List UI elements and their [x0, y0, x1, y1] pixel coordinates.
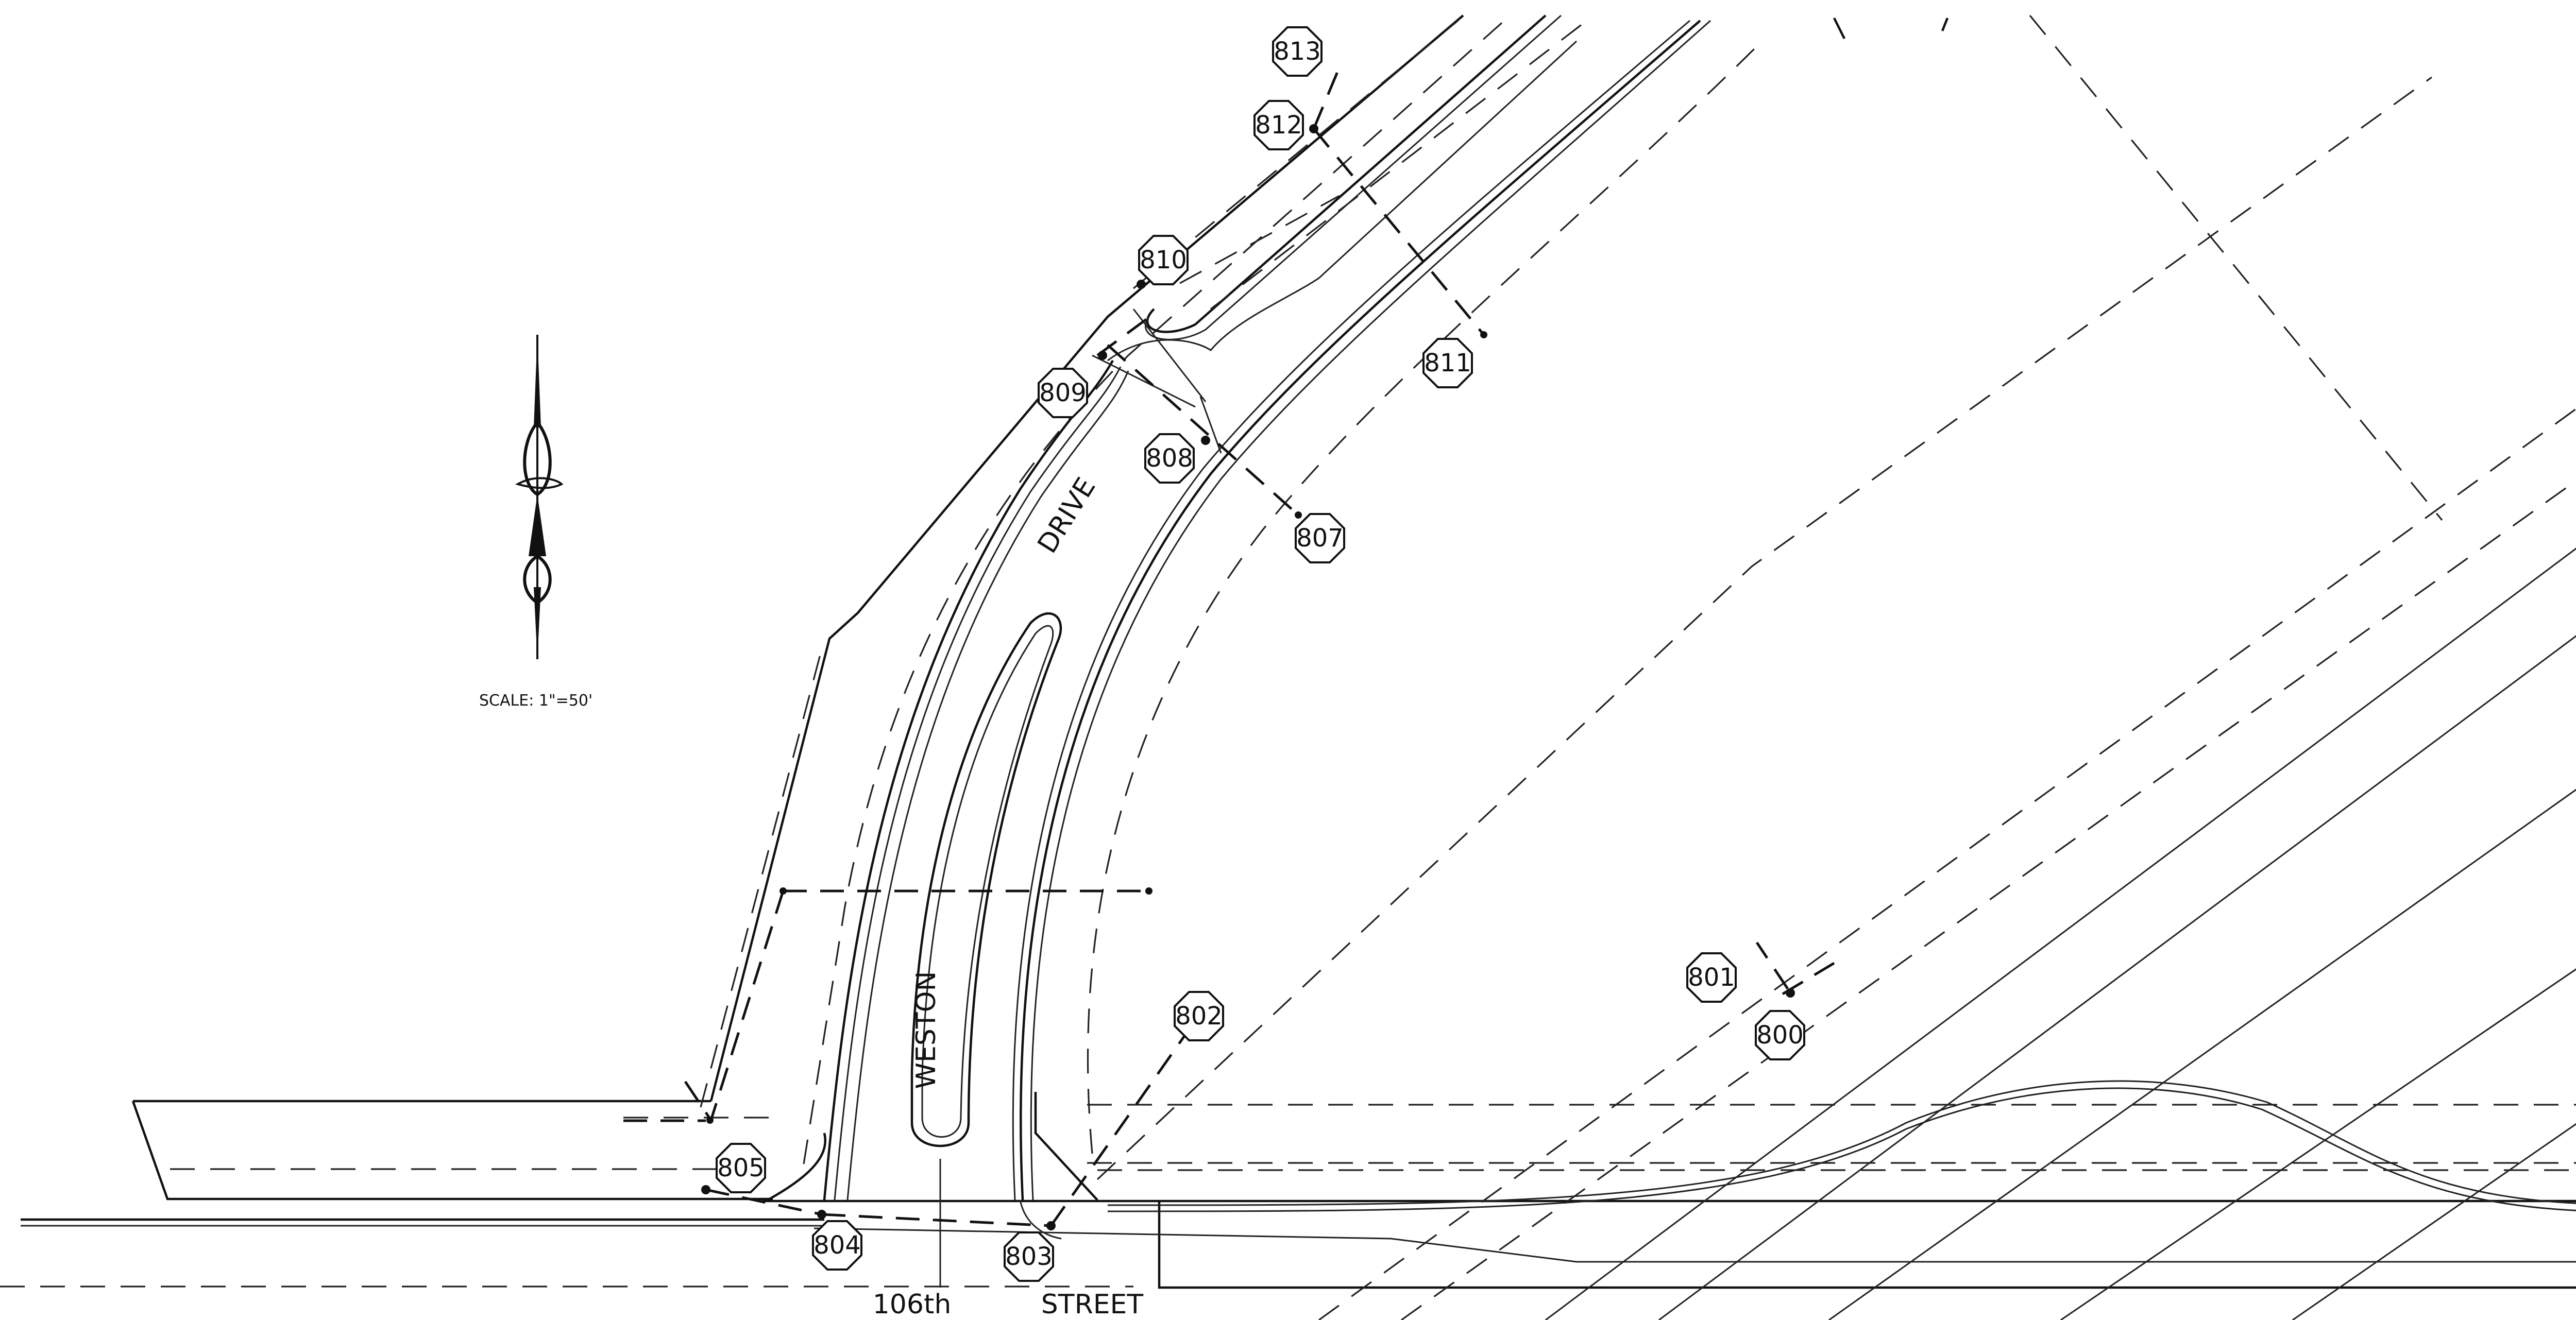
station-811[interactable]: 811	[1422, 338, 1473, 388]
station-813-label: 813	[1274, 37, 1321, 66]
survey-lines	[684, 17, 1949, 1230]
station-804-label: 804	[814, 1231, 861, 1260]
weston-drive	[700, 14, 1763, 1288]
station-811-label: 811	[1424, 349, 1471, 378]
station-804[interactable]: 804	[812, 1220, 862, 1271]
station-807[interactable]: 807	[1295, 513, 1345, 563]
station-802-label: 802	[1175, 1002, 1223, 1031]
station-808[interactable]: 808	[1144, 433, 1195, 484]
station-803-label: 803	[1005, 1242, 1053, 1271]
street-label: STREET	[1041, 1289, 1144, 1320]
station-807-label: 807	[1296, 524, 1344, 553]
north-arrow-icon	[515, 335, 564, 659]
drive-label: DRIVE	[1032, 472, 1102, 558]
diagonal-parcel-lines	[1096, 14, 2576, 1320]
station-812-label: 812	[1255, 111, 1302, 140]
weston-label: WESTON	[911, 971, 942, 1089]
station-802[interactable]: 802	[1174, 991, 1224, 1041]
station-808-label: 808	[1146, 444, 1193, 473]
station-800[interactable]: 800	[1755, 1010, 1805, 1060]
street-106th	[0, 1080, 2576, 1289]
station-801-label: 801	[1688, 963, 1735, 992]
street-106th-label: 106th	[873, 1289, 952, 1320]
station-809-label: 809	[1039, 379, 1087, 407]
station-810-label: 810	[1140, 246, 1187, 275]
station-812[interactable]: 812	[1253, 100, 1304, 150]
station-markers: 813 812 810 811 809 808 807 802	[716, 26, 1805, 1282]
station-800-label: 800	[1756, 1021, 1804, 1050]
station-803[interactable]: 803	[1004, 1231, 1054, 1282]
station-813[interactable]: 813	[1272, 26, 1323, 77]
station-805-label: 805	[717, 1154, 765, 1182]
station-809[interactable]: 809	[1038, 368, 1088, 418]
scale-label: SCALE: 1"=50'	[479, 692, 592, 710]
station-805[interactable]: 805	[716, 1143, 766, 1193]
station-801[interactable]: 801	[1686, 952, 1737, 1003]
station-810[interactable]: 810	[1138, 235, 1189, 285]
